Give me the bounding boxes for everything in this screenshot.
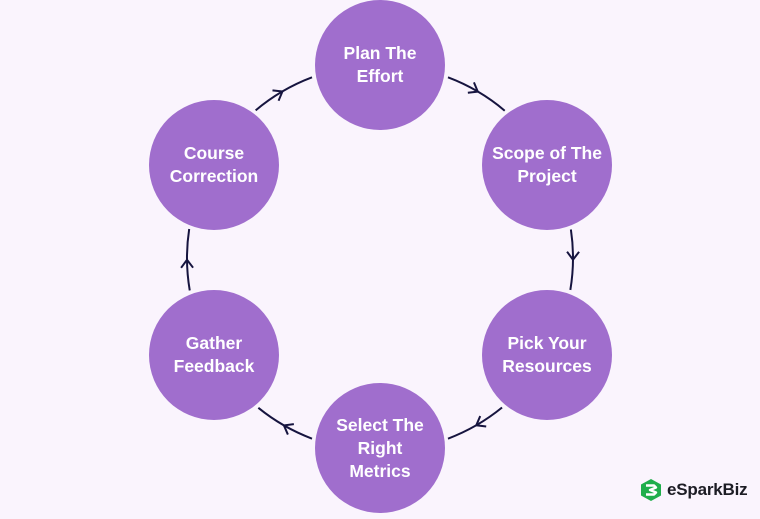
step-pick-your-resources: Pick Your Resources [482, 290, 612, 420]
step-label: Plan The Effort [343, 43, 417, 86]
step-course-correction: Course Correction [149, 100, 279, 230]
esparkbiz-logo-icon [641, 479, 661, 501]
step-label: Gather Feedback [173, 333, 255, 376]
connector-arc [447, 406, 503, 440]
connector-arc [255, 76, 313, 112]
step-label: Course Correction [169, 143, 259, 186]
brand-name: eSparkBiz [667, 480, 748, 499]
arrowhead-icon [566, 251, 580, 262]
step-plan-the-effort: Plan The Effort [315, 0, 445, 130]
step-select-the-right-metrics: Select The Right Metrics [315, 383, 445, 513]
step-label: Select The Right Metrics [336, 414, 424, 481]
arrowhead-icon [180, 258, 194, 269]
arrowhead-icon [474, 415, 487, 428]
step-gather-feedback: Gather Feedback [149, 290, 279, 420]
step-label: Pick Your Resources [502, 333, 592, 376]
step-scope-of-the-project: Scope of The Project [482, 100, 612, 230]
step-label: Scope of The Project [492, 143, 602, 186]
connector-arc [447, 76, 506, 112]
arrowhead-icon [272, 89, 284, 102]
connector-arc [257, 407, 313, 440]
arrowhead-icon [282, 423, 294, 435]
brand-logo: eSparkBiz [639, 478, 748, 502]
arrowhead-icon [467, 81, 480, 94]
